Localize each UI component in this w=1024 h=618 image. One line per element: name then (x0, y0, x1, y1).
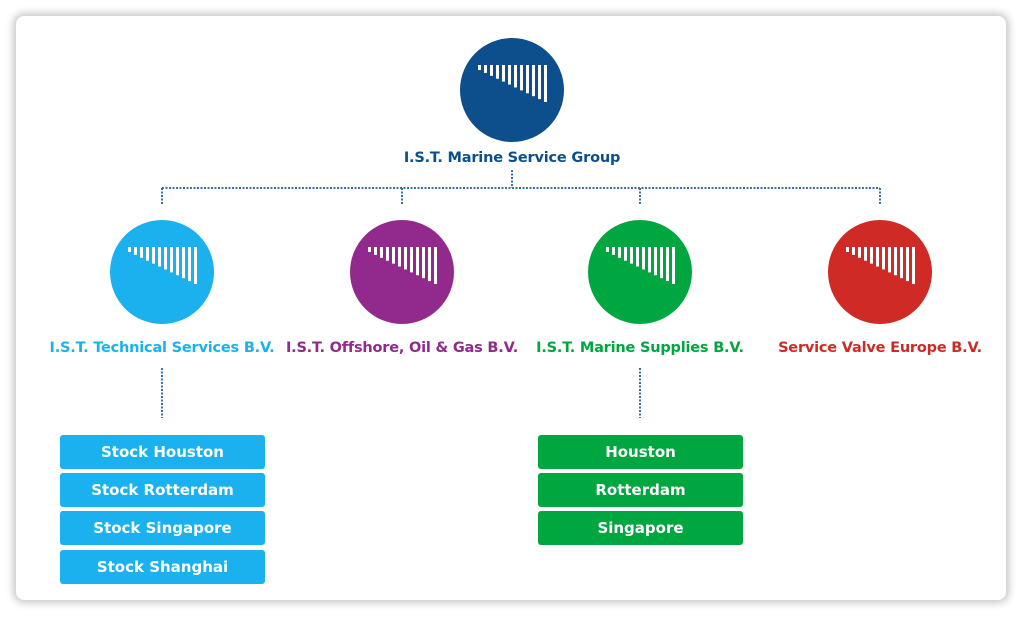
ist-logo-icon (460, 38, 564, 142)
subsidiary-label: I.S.T. Technical Services B.V. (49, 340, 275, 356)
logo-bar (134, 247, 137, 255)
location-rotterdam[interactable]: Rotterdam (538, 473, 743, 507)
logo-bar (900, 247, 903, 279)
logo-bar (520, 65, 523, 91)
logo-bar (398, 247, 401, 267)
logo-bar (538, 65, 541, 100)
logo-bar (478, 65, 481, 70)
logo-bar (544, 65, 547, 102)
logo-bar (164, 247, 167, 270)
logo-bar (648, 247, 651, 273)
logo-bar (636, 247, 639, 267)
logo-bar (484, 65, 487, 73)
logo-bar (666, 247, 669, 282)
logo-bar (532, 65, 535, 97)
logo-bar (526, 65, 529, 94)
location-stock-rotterdam[interactable]: Stock Rotterdam (60, 473, 265, 507)
logo-bar (612, 247, 615, 255)
location-singapore[interactable]: Singapore (538, 511, 743, 545)
subsidiary-label: I.S.T. Offshore, Oil & Gas B.V. (285, 340, 519, 356)
location-houston[interactable]: Houston (538, 435, 743, 469)
location-stock-shanghai[interactable]: Stock Shanghai (60, 550, 265, 584)
logo-bar (128, 247, 131, 252)
logo-bar (170, 247, 173, 273)
logo-bar (876, 247, 879, 267)
logo-bar (864, 247, 867, 261)
logo-bar (422, 247, 425, 279)
logo-bar (624, 247, 627, 261)
logo-bar (176, 247, 179, 276)
logo-bar (152, 247, 155, 264)
logo-bar (846, 247, 849, 252)
logo-bar (642, 247, 645, 270)
logo-bar (416, 247, 419, 276)
logo-bar (428, 247, 431, 282)
logo-bar (368, 247, 371, 252)
ist-logo-icon (350, 220, 454, 324)
location-stock-houston[interactable]: Stock Houston (60, 435, 265, 469)
logo-bar (606, 247, 609, 252)
logo-bar (490, 65, 493, 76)
logo-bar (630, 247, 633, 264)
location-stock-singapore[interactable]: Stock Singapore (60, 511, 265, 545)
logo-bar (140, 247, 143, 258)
logo-bar (858, 247, 861, 258)
logo-bar (374, 247, 377, 255)
logo-bar (410, 247, 413, 273)
logo-bar (852, 247, 855, 255)
logo-bar (654, 247, 657, 276)
logo-bar (386, 247, 389, 261)
logo-bar (660, 247, 663, 279)
logo-bar (672, 247, 675, 284)
root-label: I.S.T. Marine Service Group (403, 150, 621, 166)
subsidiary-label: I.S.T. Marine Supplies B.V. (536, 340, 744, 356)
logo-bar (870, 247, 873, 264)
logo-bar (380, 247, 383, 258)
ist-logo-icon (828, 220, 932, 324)
logo-bar (182, 247, 185, 279)
logo-bar (508, 65, 511, 85)
logo-bar (618, 247, 621, 258)
logo-bar (434, 247, 437, 284)
logo-bar (502, 65, 505, 82)
ist-logo-icon (110, 220, 214, 324)
subsidiary-label: Service Valve Europe B.V. (778, 340, 982, 356)
logo-bar (392, 247, 395, 264)
logo-bar (158, 247, 161, 267)
ist-logo-icon (588, 220, 692, 324)
logo-bar (882, 247, 885, 270)
logo-bar (894, 247, 897, 276)
logo-bar (146, 247, 149, 261)
logo-bar (496, 65, 499, 79)
logo-bar (912, 247, 915, 284)
logo-bar (906, 247, 909, 282)
logo-bar (188, 247, 191, 282)
logo-bar (404, 247, 407, 270)
logo-bar (514, 65, 517, 88)
logo-bar (888, 247, 891, 273)
logo-bar (194, 247, 197, 284)
